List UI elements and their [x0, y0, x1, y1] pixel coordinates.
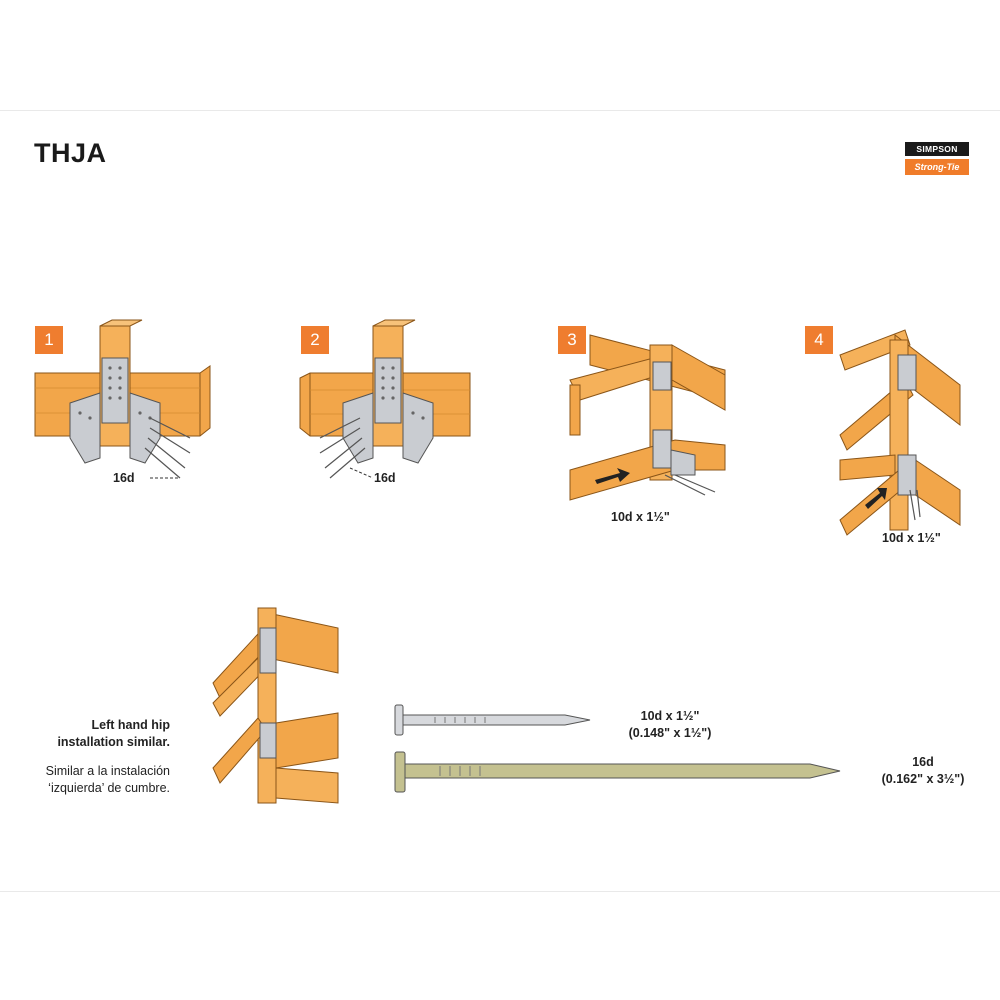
step-3-nail-label: 10d x 1½"	[611, 510, 670, 524]
logo-bottom-text: Strong-Tie	[905, 159, 969, 175]
step-2-illustration	[299, 319, 471, 479]
left-hand-hip-illustration	[212, 607, 339, 804]
note-spanish-line-1: Similar a la instalación	[45, 764, 170, 778]
nail-16d-spec: (0.162" x 3½")	[881, 772, 965, 786]
step-1-illustration	[34, 319, 211, 479]
nail-16d-label: 16d (0.162" x 3½")	[868, 754, 978, 788]
nail-10d-spec: (0.148" x 1½")	[628, 726, 712, 740]
nail-16d-name: 16d	[912, 755, 934, 769]
note-spanish: Similar a la instalación ‘izquierda’ de …	[20, 763, 170, 797]
page-title: THJA	[34, 138, 107, 168]
step-1-nail-label: 16d	[113, 471, 135, 485]
nail-16d	[394, 751, 841, 793]
nail-10d-name: 10d x 1½"	[640, 709, 700, 723]
logo-top-text: SIMPSON	[905, 142, 969, 156]
note-english-line-1: Left hand hip	[91, 718, 170, 732]
note-spanish-line-2: ‘izquierda’ de cumbre.	[48, 781, 170, 795]
note-english: Left hand hip installation similar.	[30, 717, 170, 751]
nail-diagrams	[394, 704, 841, 793]
step-4-badge: 4	[805, 326, 833, 354]
step-4-nail-label: 10d x 1½"	[882, 531, 941, 545]
step-3-illustration	[569, 334, 726, 501]
note-english-line-2: installation similar.	[57, 735, 170, 749]
step-3-badge: 3	[558, 326, 586, 354]
step-2-badge: 2	[301, 326, 329, 354]
step-4-illustration	[839, 329, 961, 536]
document-sheet	[0, 110, 1000, 892]
step-1-badge: 1	[35, 326, 63, 354]
step-2-nail-label: 16d	[374, 471, 396, 485]
nail-10d	[394, 704, 591, 736]
nail-10d-label: 10d x 1½" (0.148" x 1½")	[615, 708, 725, 742]
simpson-strong-tie-logo: SIMPSON Strong-Tie	[905, 142, 969, 175]
